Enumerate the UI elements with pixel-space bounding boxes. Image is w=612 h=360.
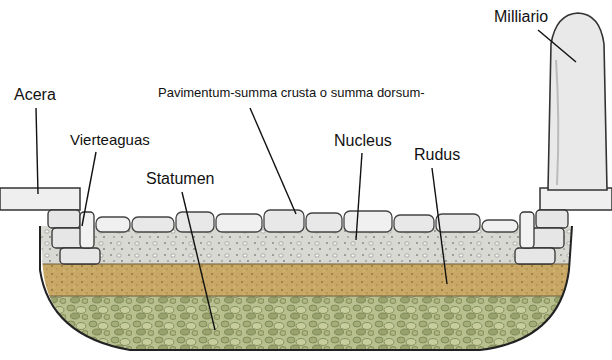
paving-stone [216, 214, 262, 232]
statumen-label: Statumen [146, 170, 214, 188]
paving-stone [176, 212, 214, 232]
sidewalk-label: Acera [14, 86, 56, 104]
paving-stone [306, 213, 342, 232]
paving-stone [132, 217, 174, 232]
milestone-label: Milliario [494, 8, 548, 26]
paving-stone [482, 220, 518, 232]
drain-label: Vierteaguas [70, 132, 150, 149]
pavement-label: Pavimentum-summa crusta o summa dorsum- [158, 86, 425, 100]
paving-stone [394, 215, 434, 232]
paving-stone [436, 214, 480, 232]
paving-stone [264, 210, 304, 232]
rudus-label: Rudus [414, 146, 460, 164]
nucleus-label: Nucleus [334, 132, 392, 150]
paving-stone [96, 217, 130, 232]
paving-stone [344, 211, 392, 232]
